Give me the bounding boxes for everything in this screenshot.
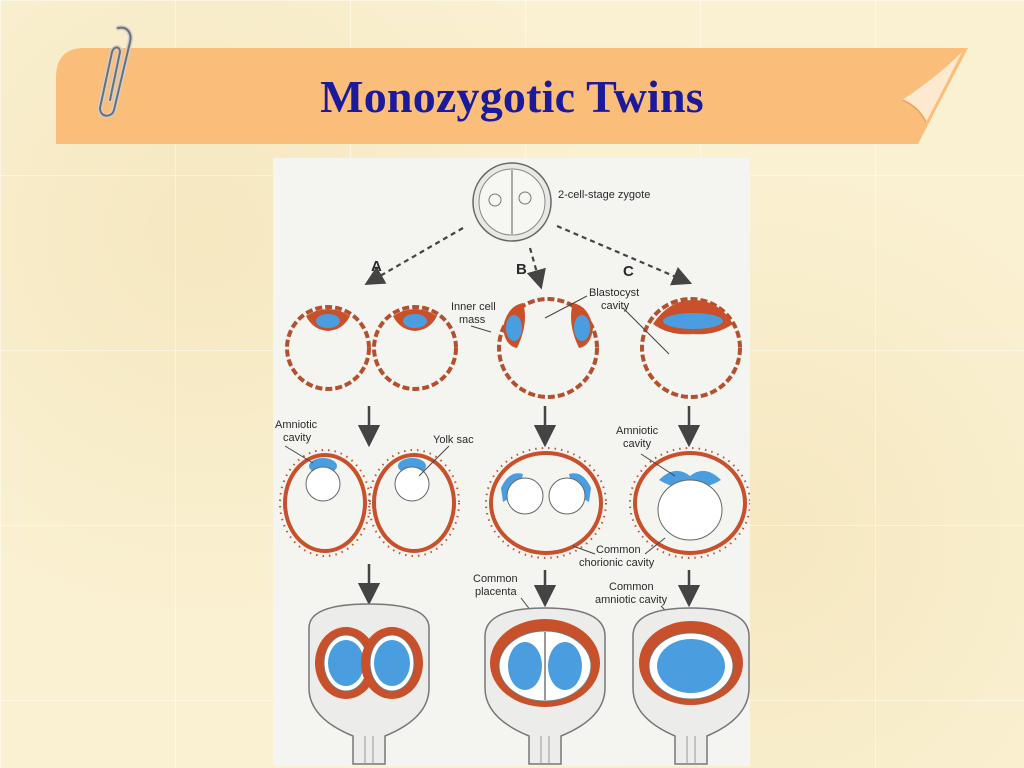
paperclip-icon (97, 25, 133, 119)
common-amniotic-label-1: Common (609, 581, 654, 593)
zygote-label: 2-cell-stage zygote (558, 189, 650, 201)
blastocyst-a1 (285, 305, 371, 391)
blastocyst-label-2: cavity (601, 300, 630, 312)
twinning-diagram: 2-cell-stage zygote A B C (273, 158, 750, 766)
vesicle-b (485, 447, 607, 559)
uterus-c (632, 607, 750, 765)
vesicle-a1 (279, 449, 371, 557)
yolk-sac-pointer (418, 445, 450, 477)
route-c-arrow (556, 224, 693, 286)
slide-title: Monozygotic Twins (320, 71, 704, 122)
chorionic-pointer (572, 545, 596, 555)
blastocyst-a2 (372, 305, 458, 391)
placenta-label-2: placenta (475, 586, 517, 598)
chorionic-pointer-c (644, 537, 666, 555)
amniotic-c-label-2: cavity (623, 438, 652, 450)
blastocyst-b (497, 297, 599, 399)
amniotic-a-label-1: Amniotic (275, 419, 318, 431)
uterus-b (484, 607, 606, 765)
route-b-letter: B (516, 261, 527, 278)
blastocyst-pointer (544, 295, 588, 319)
chorionic-label-2: chorionic cavity (579, 557, 655, 569)
vesicle-a2 (368, 449, 460, 557)
inner-cell-mass-pointer (470, 325, 492, 333)
yolk-sac-label: Yolk sac (433, 434, 474, 446)
blastocyst-label-1: Blastocyst (589, 287, 639, 299)
vesicle-c (629, 447, 750, 559)
zygote (472, 162, 552, 242)
amniotic-c-pointer (640, 453, 676, 477)
uterus-a (308, 603, 430, 765)
common-amniotic-label-2: amniotic cavity (595, 594, 668, 606)
chorionic-label-1: Common (596, 544, 641, 556)
route-a-arrow (364, 227, 464, 285)
amniotic-a-label-2: cavity (283, 432, 312, 444)
page-curl-icon (901, 52, 962, 123)
amniotic-a-pointer (284, 445, 314, 464)
blastocyst-pointer-c (622, 307, 670, 355)
route-b-arrow (526, 247, 546, 290)
title-banner (56, 48, 968, 144)
route-a-letter: A (371, 258, 382, 275)
inner-cell-mass-label-2: mass (459, 314, 486, 326)
amniotic-c-label-1: Amniotic (616, 425, 659, 437)
placenta-label-1: Common (473, 573, 518, 585)
blastocyst-c (640, 297, 742, 399)
inner-cell-mass-label-1: Inner cell (451, 301, 496, 313)
route-c-letter: C (623, 263, 634, 280)
